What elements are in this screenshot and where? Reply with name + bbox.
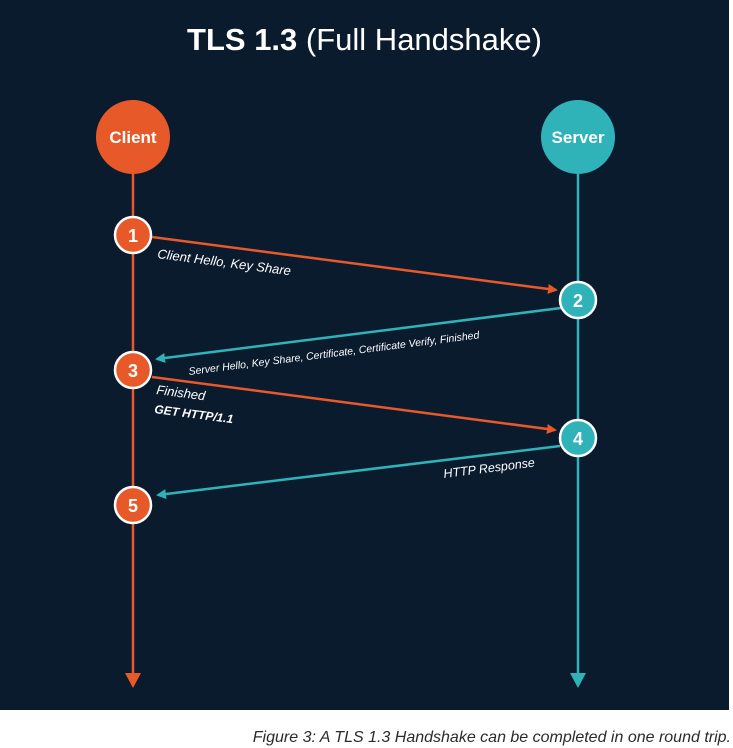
step-4-label: 4 bbox=[573, 429, 583, 449]
arrow-http-response bbox=[156, 444, 561, 499]
message-finished: Finished bbox=[156, 382, 207, 403]
arrow-server-hello bbox=[155, 306, 562, 363]
server-lifeline-arrowhead bbox=[570, 673, 586, 688]
client-lifeline-arrowhead bbox=[125, 673, 141, 688]
step-1-circle bbox=[113, 215, 153, 255]
step-2-circle bbox=[558, 280, 598, 320]
step-3-circle bbox=[113, 350, 153, 390]
client-label: Client bbox=[109, 128, 157, 147]
title-subtitle: (Full Handshake) bbox=[305, 22, 542, 57]
diagram-title: TLS 1.3 (Full Handshake) bbox=[0, 22, 729, 58]
message-client-hello: Client Hello, Key Share bbox=[157, 246, 292, 278]
client-node bbox=[96, 100, 170, 174]
step-5-circle bbox=[113, 485, 153, 525]
step-4-circle bbox=[558, 418, 598, 458]
step-1-label: 1 bbox=[128, 226, 138, 246]
server-node bbox=[541, 100, 615, 174]
step-2-label: 2 bbox=[573, 291, 583, 311]
title-bold: TLS 1.3 bbox=[187, 22, 298, 57]
step-3-label: 3 bbox=[128, 361, 138, 381]
arrow-client-hello bbox=[151, 235, 558, 294]
arrow-finished-get bbox=[151, 375, 557, 434]
figure-caption: Figure 3: A TLS 1.3 Handshake can be com… bbox=[252, 729, 731, 746]
server-label: Server bbox=[552, 128, 605, 147]
message-get-http: GET HTTP/1.1 bbox=[154, 402, 235, 426]
step-5-label: 5 bbox=[128, 496, 138, 516]
